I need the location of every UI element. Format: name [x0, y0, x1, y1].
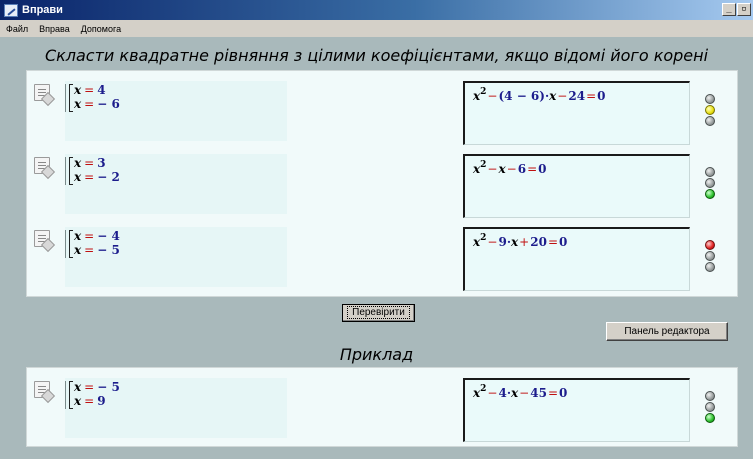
app-icon — [4, 3, 18, 17]
status-light-bottom — [705, 189, 715, 199]
menu-file[interactable]: Файл — [6, 23, 29, 34]
answer-equation: x2−x−6=0 — [473, 160, 547, 176]
roots-box: x=3 x=− 2 — [65, 154, 287, 214]
root-line: x=− 5 — [74, 380, 120, 394]
title-bar: Вправи _ ▫ — [0, 0, 753, 20]
exercises-panel: x=4 x=− 6 x2−(4 − 6)·x−24=0 x=3 x=− 2 x2… — [26, 70, 738, 297]
answer-equation: x2−(4 − 6)·x−24=0 — [473, 87, 606, 103]
status-light-middle — [705, 178, 715, 188]
system-bracket — [69, 230, 73, 258]
example-panel: x=− 5 x=9 x2−4·x−45=0 — [26, 367, 738, 447]
answer-input[interactable]: x2−4·x−45=0 — [463, 378, 690, 442]
root-line: x=9 — [74, 394, 106, 408]
task-heading: Скласти квадратне рівняння з цілими коеф… — [44, 46, 709, 65]
status-indicator — [704, 391, 716, 427]
status-light-middle — [705, 402, 715, 412]
minimize-button[interactable]: _ — [722, 3, 736, 16]
status-light-bottom — [705, 262, 715, 272]
status-light-middle — [705, 251, 715, 261]
system-bracket — [69, 84, 73, 112]
status-light-bottom — [705, 413, 715, 423]
root-line: x=− 5 — [74, 243, 120, 257]
restore-button[interactable]: ▫ — [737, 3, 751, 16]
note-icon[interactable] — [34, 230, 50, 247]
status-indicator — [704, 240, 716, 276]
exercise-3: x=− 4 x=− 5 x2−9·x+20=0 — [27, 217, 739, 291]
exercise-1: x=4 x=− 6 x2−(4 − 6)·x−24=0 — [27, 71, 739, 145]
status-indicator — [704, 167, 716, 203]
answer-input[interactable]: x2−9·x+20=0 — [463, 227, 690, 291]
window-title: Вправи — [22, 4, 63, 16]
roots-box: x=4 x=− 6 — [65, 81, 287, 141]
status-light-middle — [705, 105, 715, 115]
system-bracket — [69, 157, 73, 185]
root-line: x=4 — [74, 83, 106, 97]
menu-bar: Файл Вправа Допомога — [0, 20, 753, 37]
roots-box: x=− 5 x=9 — [65, 378, 287, 438]
status-light-top — [705, 391, 715, 401]
exercise-2: x=3 x=− 2 x2−x−6=0 — [27, 144, 739, 218]
note-icon[interactable] — [34, 381, 50, 398]
answer-equation: x2−9·x+20=0 — [473, 233, 568, 249]
check-button[interactable]: Перевірити — [342, 304, 415, 322]
window-controls: _ ▫ — [722, 3, 751, 16]
note-icon[interactable] — [34, 84, 50, 101]
example-exercise: x=− 5 x=9 x2−4·x−45=0 — [27, 368, 739, 442]
status-light-bottom — [705, 116, 715, 126]
example-title: Приклад — [339, 345, 414, 364]
status-light-top — [705, 240, 715, 250]
status-indicator — [704, 94, 716, 130]
root-line: x=3 — [74, 156, 106, 170]
answer-input[interactable]: x2−x−6=0 — [463, 154, 690, 218]
answer-input[interactable]: x2−(4 − 6)·x−24=0 — [463, 81, 690, 145]
status-light-top — [705, 94, 715, 104]
editor-panel-button[interactable]: Панель редактора — [606, 322, 728, 341]
note-icon[interactable] — [34, 157, 50, 174]
roots-box: x=− 4 x=− 5 — [65, 227, 287, 287]
status-light-top — [705, 167, 715, 177]
root-line: x=− 2 — [74, 170, 120, 184]
system-bracket — [69, 381, 73, 409]
root-line: x=− 6 — [74, 97, 120, 111]
menu-exercise[interactable]: Вправа — [39, 23, 70, 34]
root-line: x=− 4 — [74, 229, 120, 243]
menu-help[interactable]: Допомога — [80, 23, 122, 34]
answer-equation: x2−4·x−45=0 — [473, 384, 568, 400]
